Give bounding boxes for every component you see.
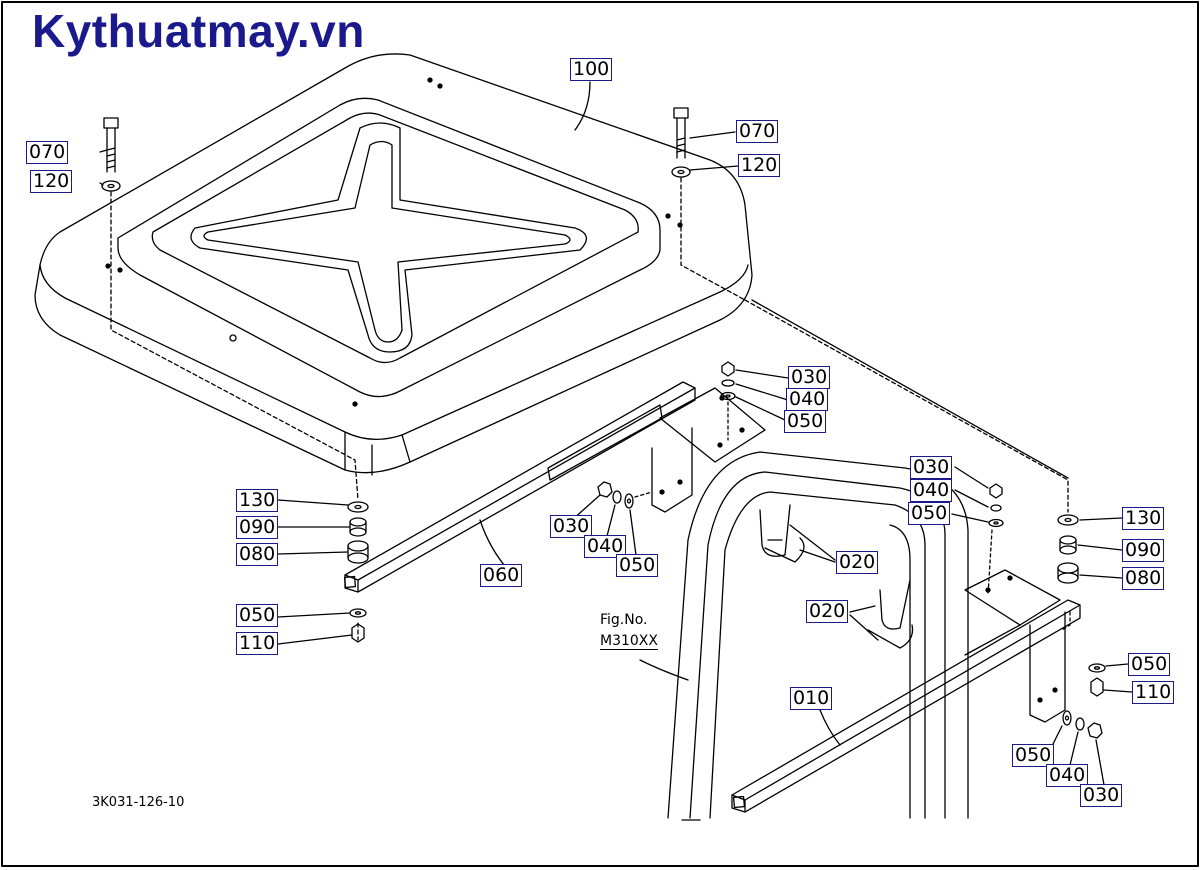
callout-040-mid: 040	[584, 535, 627, 558]
callout-030-mid: 030	[550, 515, 593, 538]
callout-040-bottom: 040	[1046, 764, 1089, 787]
callout-050-far: 050	[1128, 653, 1171, 676]
bolt-right	[671, 107, 691, 178]
callout-110-left: 110	[236, 632, 279, 655]
leaders-bottom-hw	[1051, 725, 1105, 786]
callout-030-top: 030	[788, 366, 831, 389]
callout-100: 100	[570, 58, 613, 81]
top-hardware	[720, 361, 736, 441]
leader-roof-right	[751, 299, 1069, 479]
callout-070-right: 070	[736, 120, 779, 143]
assembly-lines	[110, 177, 1069, 641]
callout-050-mid: 050	[616, 554, 659, 577]
callout-120-left: 120	[30, 170, 73, 193]
callout-070-left: 070	[26, 141, 69, 164]
leaders-right-stack	[1077, 517, 1123, 579]
drawing-number: 3K031-126-10	[92, 795, 185, 810]
callout-030-right: 030	[910, 456, 953, 479]
fig-note-line1: Fig.No.	[600, 612, 648, 628]
leaders-bolts	[99, 131, 739, 186]
right-hardware	[987, 483, 1004, 596]
callout-060: 060	[480, 564, 523, 587]
leaders-right-hw	[951, 466, 989, 523]
callout-030-bottom: 030	[1080, 784, 1123, 807]
bolt-left	[101, 117, 121, 192]
leader-010	[819, 709, 841, 746]
right-mount-stack	[1057, 514, 1079, 584]
fig-note-line2: M310XX	[600, 633, 658, 650]
callout-020-right: 020	[836, 551, 879, 574]
callout-090-left: 090	[236, 516, 279, 539]
callout-040-top: 040	[786, 388, 829, 411]
bottom-hardware	[1062, 710, 1103, 739]
leaders-far-hw	[1103, 663, 1133, 693]
beam-010	[731, 569, 1081, 813]
ubolt-lower	[867, 579, 914, 649]
leaders-top-hw	[735, 369, 789, 421]
canopy-roof	[34, 53, 753, 476]
callout-010: 010	[790, 687, 833, 710]
watermark-logo: Kythuatmay.vn	[32, 5, 365, 57]
callout-130-right: 130	[1122, 507, 1165, 530]
callout-040-right: 040	[910, 479, 953, 502]
ubolt-upper	[759, 504, 805, 563]
callout-050-bottom: 050	[1012, 744, 1055, 767]
mid-hardware	[597, 481, 653, 509]
callout-050-right: 050	[908, 502, 951, 525]
callout-050-left: 050	[236, 604, 279, 627]
callout-130-left: 130	[236, 489, 279, 512]
leader-fig-note	[639, 659, 689, 681]
callout-080-right: 080	[1122, 567, 1165, 590]
leaders-020	[789, 524, 879, 641]
callout-020-left: 020	[806, 600, 849, 623]
callout-120-right: 120	[738, 154, 781, 177]
beam-060	[343, 381, 766, 593]
leader-100	[574, 81, 591, 131]
callout-050-top: 050	[784, 410, 827, 433]
callout-090-right: 090	[1122, 539, 1165, 562]
leaders-left-stack	[277, 499, 353, 645]
far-right-hw	[1088, 663, 1106, 697]
callout-110-far: 110	[1132, 681, 1175, 704]
callout-080-left: 080	[236, 543, 279, 566]
